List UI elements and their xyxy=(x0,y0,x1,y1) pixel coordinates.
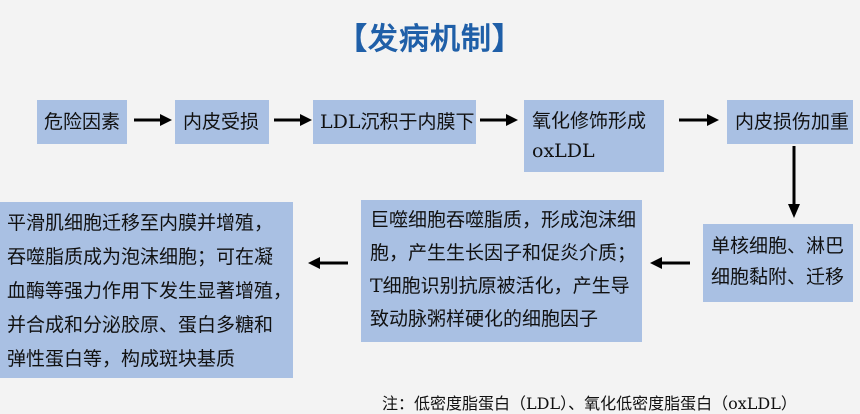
arrow-4 xyxy=(679,114,719,126)
step-endothelial-damage: 内皮受损 xyxy=(175,100,269,144)
step-ldl-deposit: LDL沉积于内膜下 xyxy=(313,100,476,144)
arrow-3 xyxy=(480,114,518,126)
step-macrophage-line-1: 巨噬细胞吞噬脂质，形成泡沫细 xyxy=(370,209,637,231)
page-title: 【发病机制】 xyxy=(337,22,523,57)
step-endothelial-damage-text: 内皮受损 xyxy=(183,111,260,133)
arrow-1 xyxy=(134,114,172,126)
step-smooth-muscle: 平滑肌细胞迁移至内膜并增殖， 吞噬脂质成为泡沫细胞；可在凝 血酶等强力作用下发生… xyxy=(0,202,293,378)
step-smooth-muscle-line-2: 吞噬脂质成为泡沫细胞；可在凝 xyxy=(7,246,274,268)
arrow-7 xyxy=(308,257,348,269)
footnote: 注：低密度脂蛋白（LDL）、氧化低密度脂蛋白（oxLDL） xyxy=(382,394,797,413)
step-monocyte-adhesion: 单核细胞、淋巴 细胞黏附、迁移 xyxy=(703,224,853,302)
step-oxldl-formation: 氧化修饰形成 oxLDL xyxy=(524,100,664,172)
step-ldl-deposit-text: LDL沉积于内膜下 xyxy=(320,111,475,133)
step-monocyte-line-2: 细胞黏附、迁移 xyxy=(711,266,845,288)
step-risk-factors: 危险因素 xyxy=(37,100,127,144)
step-smooth-muscle-line-5: 弹性蛋白等，构成斑块基质 xyxy=(7,348,236,370)
step-monocyte-line-1: 单核细胞、淋巴 xyxy=(711,235,845,257)
step-macrophage-line-2: 胞，产生生长因子和促炎介质； xyxy=(370,242,637,264)
arrow-6 xyxy=(650,257,690,269)
step-endothelial-worsening-text: 内皮损伤加重 xyxy=(735,111,850,133)
step-risk-factors-text: 危险因素 xyxy=(44,111,121,133)
step-smooth-muscle-line-1: 平滑肌细胞迁移至内膜并增殖， xyxy=(7,212,274,234)
step-macrophage-line-3: T细胞识别抗原被活化，产生导 xyxy=(370,275,630,297)
step-smooth-muscle-line-4: 并合成和分泌胶原、蛋白多糖和 xyxy=(7,314,274,336)
step-macrophage-line-4: 致动脉粥样硬化的细胞因子 xyxy=(370,308,599,330)
arrow-5-down xyxy=(788,146,800,218)
step-oxldl-line-1: 氧化修饰形成 xyxy=(532,110,647,132)
step-endothelial-worsening: 内皮损伤加重 xyxy=(727,100,853,144)
arrow-2 xyxy=(274,114,312,126)
step-smooth-muscle-line-3: 血酶等强力作用下发生显著增殖， xyxy=(7,280,293,302)
step-macrophage-foam: 巨噬细胞吞噬脂质，形成泡沫细 胞，产生生长因子和促炎介质； T细胞识别抗原被活化… xyxy=(361,200,642,342)
step-oxldl-line-2: oxLDL xyxy=(532,140,595,162)
